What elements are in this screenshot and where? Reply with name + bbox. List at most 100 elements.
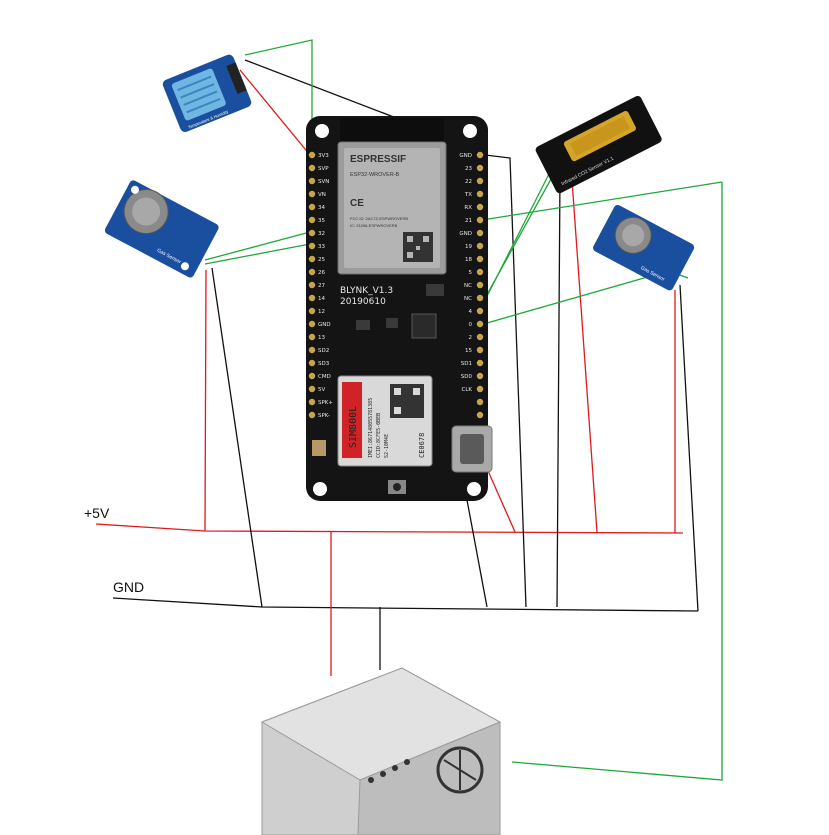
vcc-label: +5V — [84, 505, 110, 521]
board-date: 20190610 — [340, 297, 386, 307]
right-pin-label: SD1 — [461, 361, 472, 367]
right-pin — [476, 294, 484, 302]
left-pin — [308, 385, 316, 393]
green-wire-dht — [244, 39, 313, 212]
green-wire-right — [511, 182, 723, 781]
board-name: BLYNK_V1.3 — [340, 286, 393, 296]
left-pin-label: 35 — [318, 218, 325, 224]
gsm-model: S2-10M4E — [384, 434, 390, 458]
green-wire-gasl-1 — [204, 231, 311, 261]
right-pin — [476, 268, 484, 276]
mounting-hole — [467, 482, 481, 496]
right-pin-label: 2 — [469, 335, 473, 341]
left-pin — [308, 242, 316, 250]
left-pin-label: 27 — [318, 283, 325, 289]
green-wire-21 — [481, 181, 723, 221]
left-pin — [308, 151, 316, 159]
left-pin-label: SPK- — [318, 413, 330, 419]
left-pin-label: SD3 — [318, 361, 330, 367]
left-pin-label: 3V3 — [318, 153, 329, 159]
co2-sensor: Infrared CO2 Sensor V1.1 — [535, 95, 662, 194]
esp32-wrover-module: ESPRESSIF ESP32-WROVER-B CE FCC ID: 2AC7… — [337, 141, 447, 275]
green-wire-co2-2 — [483, 169, 557, 301]
right-pin-label: 0 — [469, 322, 473, 328]
vcc-rail — [95, 523, 684, 534]
pm-sensor — [260, 667, 502, 835]
right-pin-label: 19 — [465, 244, 472, 250]
left-pin — [308, 359, 316, 367]
right-pin-label: TX — [464, 192, 472, 198]
mounting-hole — [315, 124, 329, 138]
black-wire-gasl — [211, 267, 263, 608]
right-pin — [476, 411, 484, 419]
gas-sensor-right: Gas Sensor — [593, 204, 695, 291]
right-pin-label: GND — [459, 153, 472, 159]
gas-sensor-left: Gas Sensor — [104, 180, 219, 278]
right-pin-label: 22 — [465, 179, 472, 185]
right-pin — [476, 398, 484, 406]
battery-connector — [312, 440, 326, 456]
left-pin-label: 13 — [318, 335, 325, 341]
right-pin-label: SD0 — [461, 374, 473, 380]
right-pin-label: 23 — [465, 166, 472, 172]
right-pin-label: 18 — [465, 257, 472, 263]
wires — [95, 39, 723, 781]
left-pin-label: 34 — [318, 205, 325, 211]
left-pin — [308, 268, 316, 276]
right-pin — [476, 151, 484, 159]
left-pin — [308, 203, 316, 211]
left-pin-label: SD2 — [318, 348, 329, 354]
green-wire-gasl-2 — [204, 243, 311, 265]
black-wire-gnd-pin — [484, 154, 527, 608]
left-pin — [308, 411, 316, 419]
right-pin-label: 5 — [469, 270, 473, 276]
right-pin-label: GND — [459, 231, 472, 237]
left-pin — [308, 398, 316, 406]
right-pin-label: 4 — [469, 309, 473, 315]
left-pin-label: 32 — [318, 231, 325, 237]
left-pin-label: 26 — [318, 270, 325, 276]
dht-sensor: Temperature & Humidity — [162, 54, 252, 133]
right-pin-label: 21 — [465, 218, 472, 224]
pm-fan-icon — [436, 746, 484, 794]
right-pin — [476, 346, 484, 354]
black-wire-board — [466, 499, 488, 608]
gsm-name: SIM800L — [348, 406, 359, 448]
left-pin-label: 5V — [318, 387, 325, 393]
left-pin — [308, 320, 316, 328]
left-pin-label: SVP — [318, 166, 329, 172]
gsm-imei: IMEI:867148055781385 — [368, 398, 374, 458]
left-pin — [308, 346, 316, 354]
gsm-mark: CE0678 — [418, 433, 426, 458]
module-name: ESP32-WROVER-B — [350, 172, 400, 178]
right-pin — [476, 203, 484, 211]
left-pin — [308, 307, 316, 315]
right-pin — [476, 320, 484, 328]
left-pin-label: GND — [318, 322, 331, 328]
gnd-label: GND — [113, 579, 144, 595]
left-pin — [308, 190, 316, 198]
right-pin — [476, 333, 484, 341]
left-pin — [308, 372, 316, 380]
esp32-board: 3V3SVPSVNVN343532332526271412GND13SD2SD3… — [306, 116, 493, 501]
left-pin-label: SPK+ — [318, 400, 333, 406]
gsm-ccid: CCID:8CFE5-0BEB — [376, 413, 382, 458]
right-pin-label: 15 — [465, 348, 472, 354]
left-pin — [308, 164, 316, 172]
right-pin-label: CLK — [461, 387, 472, 393]
right-pin — [476, 385, 484, 393]
gnd-rail — [112, 597, 699, 612]
left-pin — [308, 229, 316, 237]
left-pin-label: 14 — [318, 296, 325, 302]
red-wire-co2 — [571, 179, 598, 533]
sim800l-module: SIM800L IMEI:867148055781385 CCID:8CFE5-… — [337, 375, 433, 467]
left-pin — [308, 177, 316, 185]
module-cert2: IC: 21098-ESPWROVERB — [350, 223, 398, 228]
red-wire-gasl — [204, 269, 207, 532]
right-pin — [476, 164, 484, 172]
left-pin-label: SVN — [318, 179, 329, 185]
left-pin — [308, 255, 316, 263]
left-pin — [308, 294, 316, 302]
